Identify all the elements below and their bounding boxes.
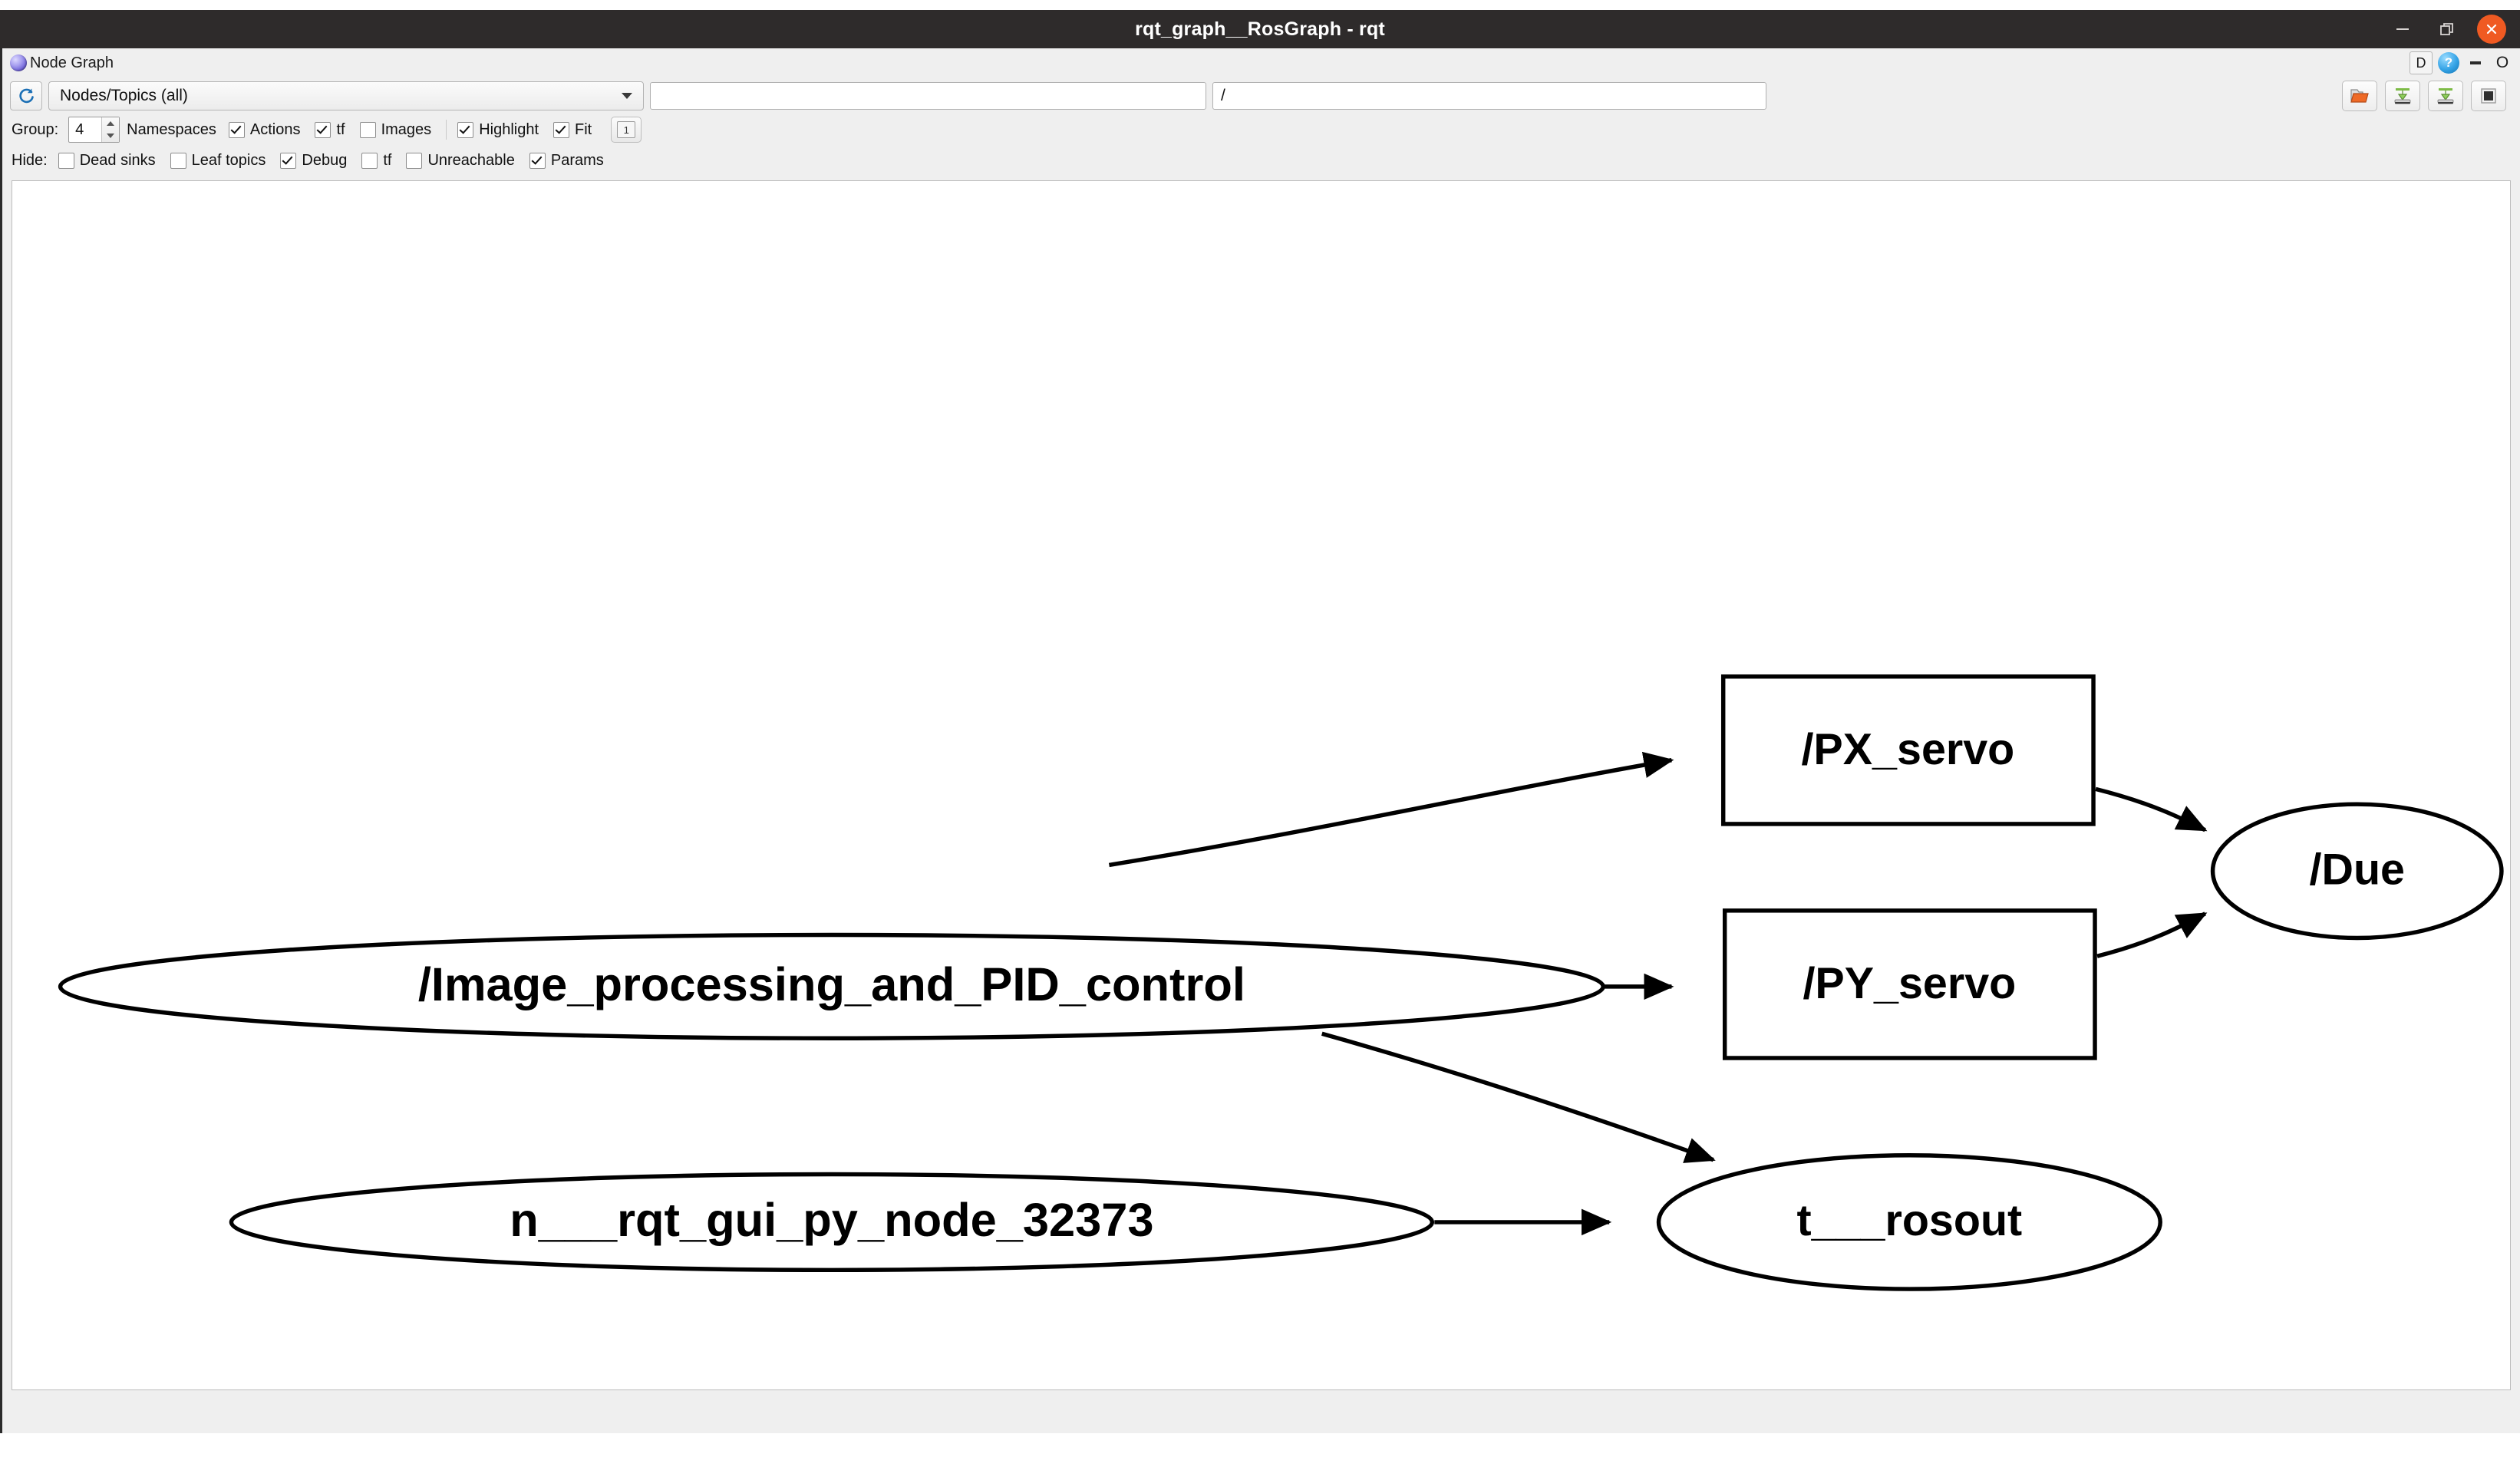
node-rosout[interactable]: t___rosout bbox=[1656, 1153, 2162, 1291]
save-image-icon[interactable] bbox=[2428, 80, 2463, 111]
dead-sinks-checkbox[interactable] bbox=[58, 152, 74, 169]
dock-titlebar: Node Graph D ? O bbox=[0, 48, 2520, 77]
dock-close-icon[interactable]: O bbox=[2495, 54, 2509, 71]
ros-node-graph[interactable]: /Image_processing_and_PID_control n___rq… bbox=[12, 181, 2510, 1389]
dock-detach-button[interactable]: D bbox=[2410, 51, 2433, 74]
node-label: /Image_processing_and_PID_control bbox=[418, 958, 1245, 1011]
zoom-level-label: 1 bbox=[617, 121, 636, 139]
node-image-processing-and-pid-control[interactable]: /Image_processing_and_PID_control bbox=[58, 932, 1605, 1041]
chevron-down-icon bbox=[622, 92, 632, 99]
dock-minimize-icon[interactable] bbox=[2465, 48, 2486, 77]
dead-sinks-label: Dead sinks bbox=[79, 151, 156, 169]
namespaces-label: Namespaces bbox=[127, 120, 216, 138]
filter-input[interactable] bbox=[650, 81, 1206, 110]
node-py-servo[interactable]: /PY_servo bbox=[1722, 908, 2097, 1060]
group-value: 4 bbox=[75, 120, 84, 138]
edge-py-servo-to-due bbox=[2096, 911, 2208, 959]
window-titlebar: rqt_graph__RosGraph - rqt bbox=[0, 10, 2520, 48]
node-label: /PX_servo bbox=[1801, 725, 2014, 774]
fit-label: Fit bbox=[575, 120, 592, 138]
edge-image-pid-to-rosout bbox=[1321, 1031, 1716, 1164]
graph-edges bbox=[1108, 752, 2208, 1236]
actions-label: Actions bbox=[249, 120, 301, 138]
group-label: Group: bbox=[12, 120, 59, 138]
checkbox-highlight[interactable]: Highlight bbox=[457, 121, 539, 139]
checkbox-leaf-topics[interactable]: Leaf topics bbox=[170, 152, 266, 170]
toolbar-actions bbox=[2342, 80, 2512, 111]
graph-toolbar: Nodes/Topics (all) bbox=[2, 77, 2520, 114]
leaf-topics-label: Leaf topics bbox=[191, 151, 266, 169]
checkbox-debug[interactable]: Debug bbox=[280, 152, 347, 170]
checkbox-fit[interactable]: Fit bbox=[553, 121, 592, 139]
square-icon[interactable] bbox=[2471, 80, 2506, 111]
graph-type-combobox[interactable]: Nodes/Topics (all) bbox=[48, 81, 644, 110]
hide-options-row: Hide: Dead sinks Leaf topics Debug tf Un… bbox=[2, 146, 2520, 176]
fit-checkbox[interactable] bbox=[553, 121, 570, 138]
actions-checkbox[interactable] bbox=[228, 121, 245, 138]
window-controls bbox=[2380, 10, 2514, 48]
ros-orb-icon bbox=[10, 54, 27, 71]
checkbox-dead-sinks[interactable]: Dead sinks bbox=[58, 152, 156, 170]
tf-label: tf bbox=[336, 120, 345, 138]
plugin-frame: Nodes/Topics (all) bbox=[0, 77, 2520, 1433]
dock-controls: D ? O bbox=[2410, 48, 2513, 77]
group-options-row: Group: 4 Namespaces Actions tf Images bbox=[2, 114, 2520, 145]
group-spinner-buttons[interactable] bbox=[101, 117, 120, 143]
tf-checkbox[interactable] bbox=[315, 121, 331, 138]
unreachable-label: Unreachable bbox=[427, 151, 515, 169]
refresh-icon[interactable] bbox=[10, 81, 42, 110]
params-checkbox[interactable] bbox=[529, 152, 546, 169]
zoom-reset-button[interactable]: 1 bbox=[611, 117, 642, 143]
rqt-main-window: rqt_graph__RosGraph - rqt bbox=[0, 10, 2520, 1433]
hide-label: Hide: bbox=[12, 151, 48, 169]
node-label: t___rosout bbox=[1797, 1196, 2023, 1245]
save-dot-icon[interactable] bbox=[2385, 80, 2420, 111]
node-rqt-gui-py-node[interactable]: n___rqt_gui_py_node_32373 bbox=[229, 1172, 1435, 1273]
restore-icon[interactable] bbox=[2425, 10, 2469, 48]
images-checkbox[interactable] bbox=[359, 121, 376, 138]
edge-image-pid-to-px-servo bbox=[1108, 752, 1674, 868]
hide-tf-checkbox[interactable] bbox=[361, 152, 378, 169]
checkbox-actions[interactable]: Actions bbox=[228, 120, 301, 139]
checkbox-images[interactable]: Images bbox=[359, 120, 432, 139]
folder-open-icon[interactable] bbox=[2342, 80, 2377, 111]
node-label: n___rqt_gui_py_node_32373 bbox=[510, 1194, 1153, 1247]
checkbox-hide-tf[interactable]: tf bbox=[361, 152, 391, 170]
minimize-icon[interactable] bbox=[2380, 10, 2425, 48]
highlight-checkbox[interactable] bbox=[457, 121, 474, 138]
debug-label: Debug bbox=[302, 151, 348, 169]
checkbox-tf[interactable]: tf bbox=[315, 121, 345, 139]
node-label: /PY_servo bbox=[1803, 959, 2016, 1008]
highlight-label: Highlight bbox=[479, 120, 539, 138]
edge-px-servo-to-due bbox=[2095, 786, 2208, 832]
checkbox-unreachable[interactable]: Unreachable bbox=[406, 151, 515, 170]
group-spinbox[interactable]: 4 bbox=[68, 117, 120, 143]
params-label: Params bbox=[550, 151, 604, 169]
close-icon bbox=[2477, 15, 2506, 44]
images-label: Images bbox=[381, 120, 432, 138]
graph-nodes: /Image_processing_and_PID_control n___rq… bbox=[58, 674, 2504, 1291]
dock-title: Node Graph bbox=[30, 54, 114, 71]
graph-type-value: Nodes/Topics (all) bbox=[60, 86, 188, 104]
window-title: rqt_graph__RosGraph - rqt bbox=[1135, 18, 1385, 40]
debug-checkbox[interactable] bbox=[280, 152, 297, 169]
unreachable-checkbox[interactable] bbox=[406, 152, 423, 169]
node-label: /Due bbox=[2310, 846, 2405, 895]
leaf-topics-checkbox[interactable] bbox=[170, 152, 186, 169]
status-bar bbox=[2, 1390, 2520, 1433]
help-icon[interactable]: ? bbox=[2438, 52, 2459, 74]
graph-canvas[interactable]: /Image_processing_and_PID_control n___rq… bbox=[12, 180, 2511, 1390]
node-due[interactable]: /Due bbox=[2210, 802, 2504, 941]
options-divider bbox=[446, 120, 447, 140]
dock-title-group: Node Graph bbox=[10, 54, 114, 72]
hide-tf-label: tf bbox=[383, 151, 392, 169]
topic-filter-input[interactable] bbox=[1212, 81, 1766, 110]
node-px-servo[interactable]: /PX_servo bbox=[1720, 674, 2096, 826]
close-button[interactable] bbox=[2469, 10, 2514, 48]
checkbox-params[interactable]: Params bbox=[529, 152, 604, 170]
